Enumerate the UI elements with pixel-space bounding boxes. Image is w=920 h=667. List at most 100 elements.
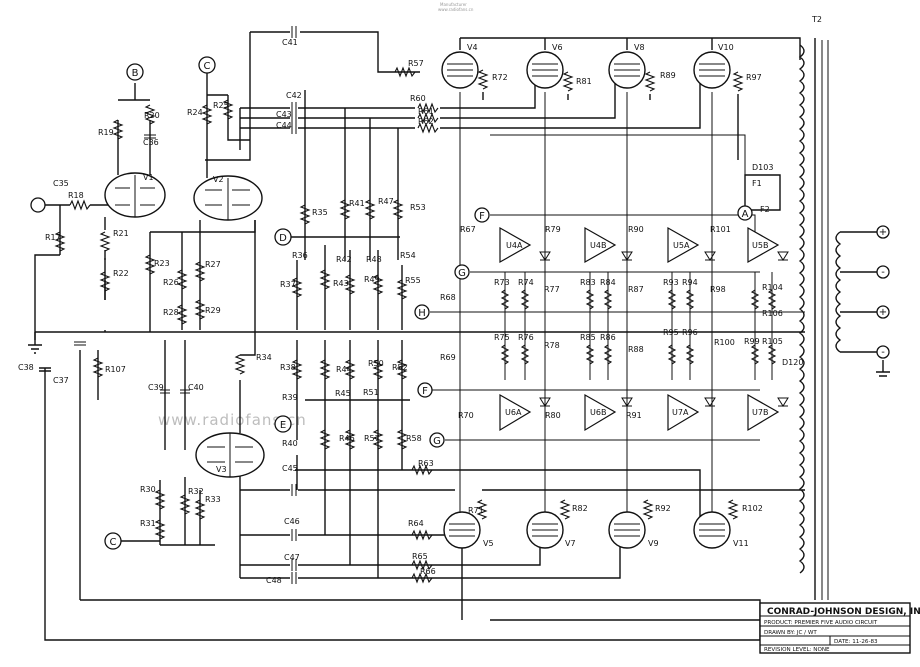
label-r84: R84: [600, 278, 616, 287]
label-r89: R89: [660, 71, 676, 80]
output-terminal-3-label: +: [879, 307, 887, 318]
node-g-bottom-label: G: [433, 436, 441, 447]
input-stage: C35 R18 R17 V1 B R19 R20 C36 R21 R22: [28, 63, 166, 354]
input-jack[interactable]: [30, 197, 46, 213]
header-line-2: www.radiofans.cn: [438, 7, 474, 12]
opamp-u7a-label: U7A: [672, 408, 689, 417]
output-terminal-1-label: +: [879, 227, 887, 238]
label-r26: R26: [163, 278, 179, 287]
node-f-bottom-label: F: [422, 386, 428, 397]
label-r21: R21: [113, 229, 129, 238]
label-c39: C39: [148, 383, 164, 392]
label-c41: C41: [282, 38, 298, 47]
label-r79: R79: [545, 225, 561, 234]
label-r25: R25: [213, 101, 229, 110]
node-g-bottom[interactable]: [429, 432, 445, 448]
label-r44: R44: [336, 365, 352, 374]
label-r31: R31: [140, 519, 156, 528]
label-c43: C43: [276, 110, 292, 119]
watermark: www.radiofans.cn: [158, 411, 307, 429]
output-terminal-1[interactable]: [876, 225, 890, 239]
node-h[interactable]: [414, 304, 430, 320]
tube-v7-label: V7: [565, 539, 576, 548]
label-r70: R70: [458, 411, 474, 420]
tube-v8: V8: [608, 43, 646, 89]
tube-v5-label: V5: [483, 539, 494, 548]
tube-v6-label: V6: [552, 43, 563, 52]
label-r51: R51: [363, 388, 379, 397]
opamp-u6a-label: U6A: [505, 408, 522, 417]
coupling-caps-bottom: C45 C46 C47 C48 R63 R64 R65 R66: [266, 459, 436, 585]
label-r101: R101: [710, 225, 731, 234]
label-r102: R102: [742, 504, 763, 513]
label-r38: R38: [280, 363, 296, 372]
label-r36: R36: [292, 251, 308, 260]
label-r69: R69: [440, 353, 456, 362]
node-c-top-label: C: [204, 61, 211, 72]
label-r64: R64: [408, 519, 424, 528]
label-r90: R90: [628, 225, 644, 234]
label-r54: R54: [400, 251, 416, 260]
opamp-u6b: U6B: [584, 393, 617, 432]
label-c36: C36: [143, 138, 159, 147]
label-r61: R61: [418, 107, 434, 116]
tube-v8-label: V8: [634, 43, 645, 52]
label-r52: R52: [392, 363, 408, 372]
node-b[interactable]: [126, 63, 144, 81]
label-r24: R24: [187, 108, 203, 117]
label-r105: R105: [762, 337, 783, 346]
label-r33: R33: [205, 495, 221, 504]
label-r98: R98: [710, 285, 726, 294]
label-r39: R39: [282, 393, 298, 402]
label-r34: R34: [256, 353, 272, 362]
output-tubes-bottom: V5 V7 V9 V11 R71 R82 R92 R102: [443, 489, 805, 620]
label-r78: R78: [544, 341, 560, 350]
node-f-top[interactable]: [474, 207, 490, 223]
label-r86: R86: [600, 333, 616, 342]
opamp-u4b-label: U4B: [590, 241, 606, 250]
label-r22: R22: [113, 269, 129, 278]
label-r73: R73: [494, 278, 510, 287]
node-g-top-label: G: [458, 268, 466, 279]
label-r20: R20: [144, 111, 160, 120]
label-r29: R29: [205, 306, 221, 315]
label-c45: C45: [282, 464, 298, 473]
tube-v3-stage: C39 C40 V3 R34 R30 R32 R33 R31 C: [104, 220, 272, 550]
label-d103: D103: [752, 163, 773, 172]
opamp-u5a: U5A: [667, 226, 700, 264]
label-c46: C46: [284, 517, 300, 526]
title-company: CONRAD-JOHNSON DESIGN, INC.: [767, 607, 920, 617]
opamp-u6a: U6A: [499, 393, 532, 432]
label-r19: R19: [98, 128, 114, 137]
fuse-block: D103 F1 F2 A: [737, 163, 781, 221]
node-e[interactable]: [274, 415, 292, 433]
opamp-u4b: U4B: [584, 226, 617, 264]
opamp-u7a: U7A: [667, 393, 700, 432]
label-d120: D120: [782, 358, 803, 367]
opamp-u5a-label: U5A: [673, 241, 690, 250]
label-r58: R58: [406, 434, 422, 443]
label-r35: R35: [312, 208, 328, 217]
node-f-bottom[interactable]: [417, 382, 433, 398]
label-r82: R82: [572, 504, 588, 513]
output-terminal-4[interactable]: [876, 345, 890, 359]
label-r72: R72: [492, 73, 508, 82]
label-r92: R92: [655, 504, 671, 513]
label-r74: R74: [518, 278, 534, 287]
tube-v4: V4: [441, 43, 479, 89]
output-tubes-top: V4 V6 V8 V10 R72 R81 R89 R97: [441, 43, 762, 160]
node-g-top[interactable]: [454, 264, 470, 280]
label-r93: R93: [663, 278, 679, 287]
output-terminal-2[interactable]: [876, 265, 890, 279]
title-date: DATE: 11-26-83: [834, 639, 878, 645]
output-terminal-3[interactable]: [876, 305, 890, 319]
node-a[interactable]: [737, 205, 753, 221]
opamp-u6b-label: U6B: [590, 408, 606, 417]
label-c42: C42: [286, 91, 302, 100]
label-r76: R76: [518, 333, 534, 342]
tube-v6: V6: [526, 43, 564, 89]
label-r46: R46: [339, 434, 355, 443]
label-r65: R65: [412, 552, 428, 561]
label-r80: R80: [545, 411, 561, 420]
title-block: CONRAD-JOHNSON DESIGN, INC. PRODUCT: PRE…: [759, 602, 920, 654]
